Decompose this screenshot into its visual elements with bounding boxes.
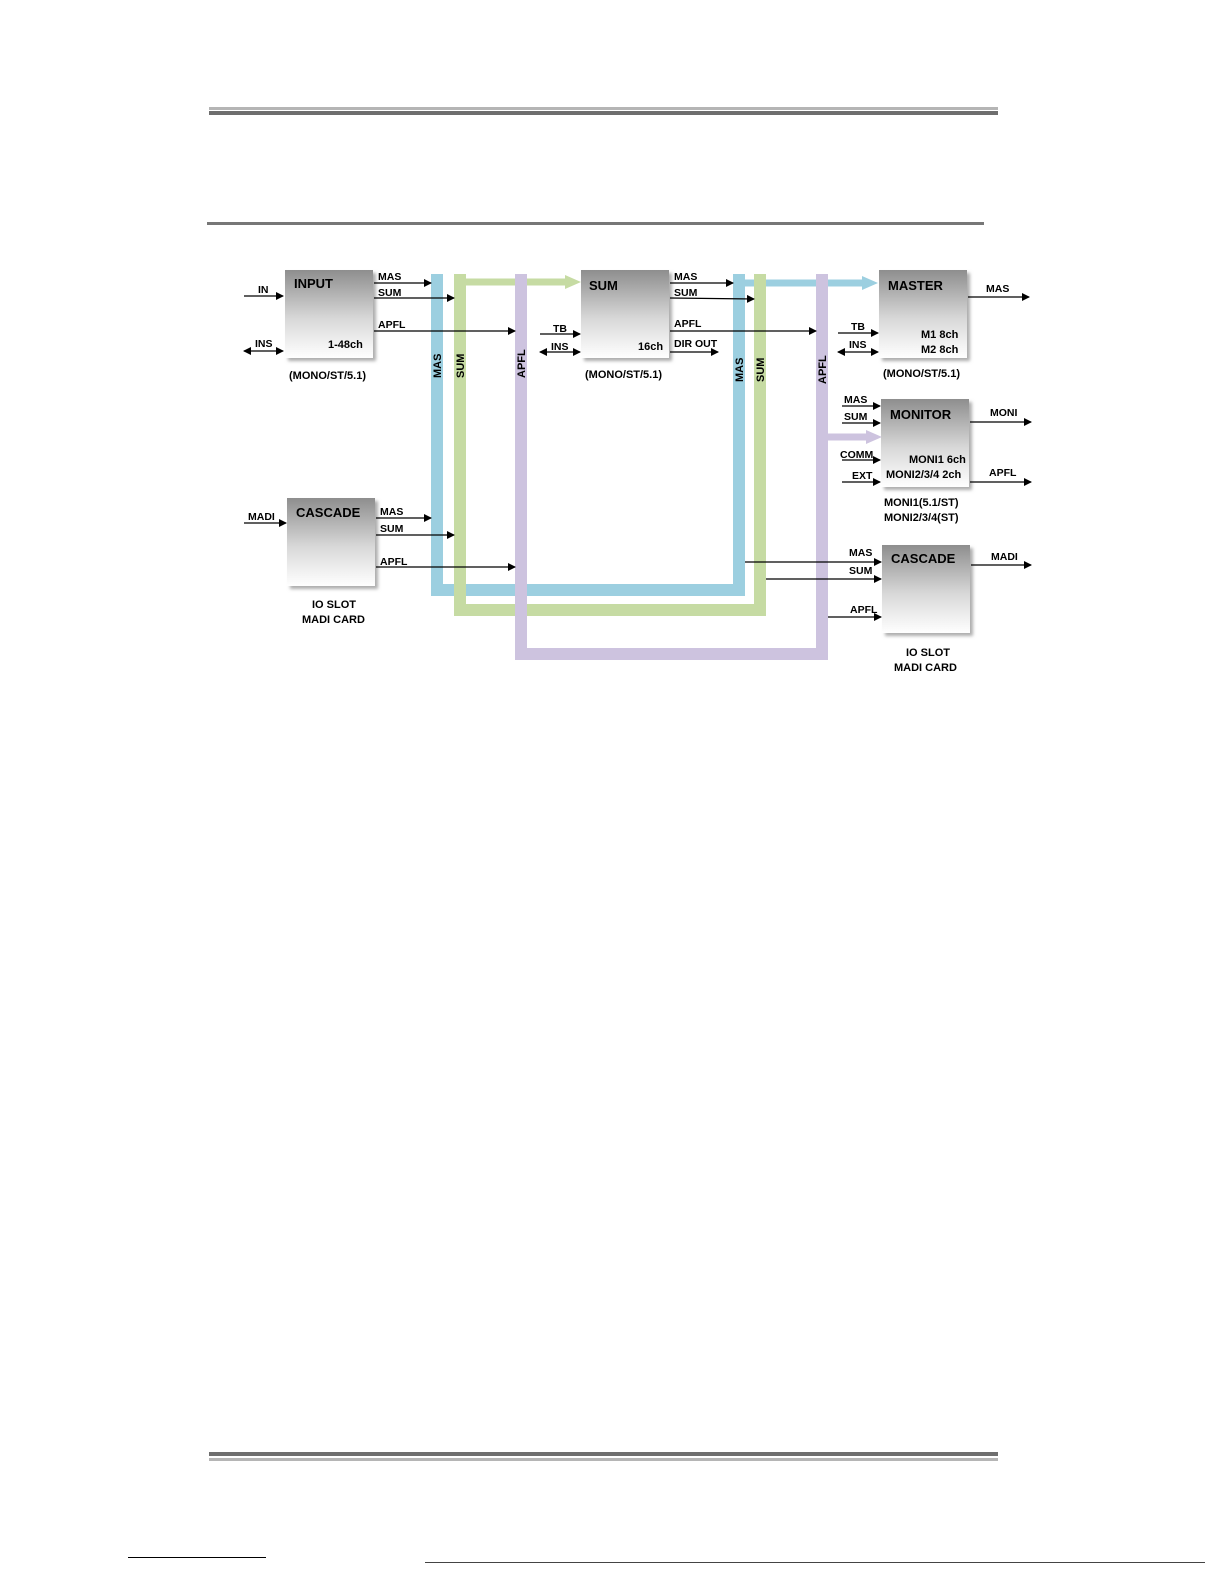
apfl-bus-arrowhead (866, 430, 882, 444)
master-channels-2: M2 8ch (921, 344, 959, 356)
monitor-sum-label: SUM (844, 411, 868, 423)
monitor-channels-2: MONI2/3/4 2ch (886, 469, 961, 481)
cascade-in-madi-label: MADI (248, 511, 275, 523)
monitor-mas-label: MAS (844, 394, 867, 406)
monitor-channels-1: MONI1 6ch (909, 454, 966, 466)
input-title: INPUT (294, 276, 333, 291)
monitor-format-2: MONI2/3/4(ST) (884, 512, 959, 524)
input-mas-label: MAS (378, 271, 401, 283)
header-rule-second (207, 222, 984, 225)
cascade-in-sum-label: SUM (380, 523, 404, 535)
input-format: (MONO/ST/5.1) (289, 370, 366, 382)
signal-lines (243, 279, 1032, 621)
master-ins-label: INS (849, 339, 867, 351)
sum-mas-label: MAS (674, 271, 697, 283)
cascade-out-apfl-label: APFL (850, 604, 878, 616)
block-monitor (881, 399, 969, 487)
page-edge-line-right (425, 1562, 1205, 1563)
header-rule-top (209, 107, 998, 110)
master-tb-label: TB (851, 321, 865, 333)
cascade-in-mas-label: MAS (380, 506, 403, 518)
bus-label-mas-right: MAS (734, 358, 746, 382)
cascade-in-apfl-label: APFL (380, 556, 408, 568)
monitor-ext-label: EXT (852, 470, 873, 482)
master-mas-out-label: MAS (986, 283, 1009, 295)
bus-label-mas-left: MAS (432, 354, 444, 378)
input-sum-label: SUM (378, 287, 402, 299)
sum-dirout-label: DIR OUT (674, 338, 718, 350)
sum-channels: 16ch (638, 341, 663, 353)
input-channels: 1-48ch (328, 339, 363, 351)
sum-sum-out-line (669, 294, 755, 303)
sum-ins-label: INS (551, 341, 569, 353)
cascade-in-title: CASCADE (296, 505, 361, 520)
mas-bus (431, 274, 745, 596)
bus-label-sum-left: SUM (455, 354, 467, 378)
monitor-moni-label: MONI (990, 407, 1017, 419)
cascade-out-title: CASCADE (891, 551, 956, 566)
sum-apfl-label: APFL (674, 318, 702, 330)
master-format: (MONO/ST/5.1) (883, 368, 960, 380)
sum-bus-arrowhead (565, 275, 581, 289)
sum-sum-label: SUM (674, 287, 698, 299)
master-title: MASTER (888, 278, 944, 293)
sum-format: (MONO/ST/5.1) (585, 369, 662, 381)
sum-bus (454, 274, 766, 616)
footer-rule-bottom (209, 1458, 998, 1461)
input-apfl-label: APFL (378, 319, 406, 331)
monitor-title: MONITOR (890, 407, 952, 422)
header-rule-top-dark (209, 111, 998, 115)
input-in-label: IN (258, 284, 269, 296)
monitor-comm-label: COMM (840, 449, 873, 461)
block-cascade-in (287, 498, 375, 586)
mas-bus-arrowhead (862, 276, 878, 290)
bus-label-apfl-left: APFL (516, 349, 528, 378)
input-ins-label: INS (255, 338, 273, 350)
block-sum (581, 270, 669, 358)
cascade-out-note-2: MADI CARD (894, 662, 957, 674)
cascade-out-sum-label: SUM (849, 565, 873, 577)
cascade-in-note-1: IO SLOT (312, 599, 356, 611)
cascade-out-note-1: IO SLOT (906, 647, 950, 659)
cascade-in-note-2: MADI CARD (302, 614, 365, 626)
bus-label-apfl-right: APFL (817, 355, 829, 384)
cascade-out-madi-label: MADI (991, 551, 1018, 563)
page-edge-line-left (128, 1557, 266, 1558)
sum-title: SUM (589, 278, 618, 293)
monitor-format-1: MONI1(5.1/ST) (884, 497, 959, 509)
apfl-bus (515, 274, 828, 660)
monitor-apfl-label: APFL (989, 467, 1017, 479)
footer-rule-top (209, 1452, 998, 1456)
sum-tb-label: TB (553, 323, 567, 335)
block-cascade-out (882, 545, 970, 633)
bus-lines (431, 274, 882, 660)
block-input (285, 270, 373, 358)
cascade-out-mas-label: MAS (849, 547, 872, 559)
block-master (879, 270, 967, 358)
master-channels-1: M1 8ch (921, 329, 959, 341)
bus-label-sum-right: SUM (755, 358, 767, 382)
